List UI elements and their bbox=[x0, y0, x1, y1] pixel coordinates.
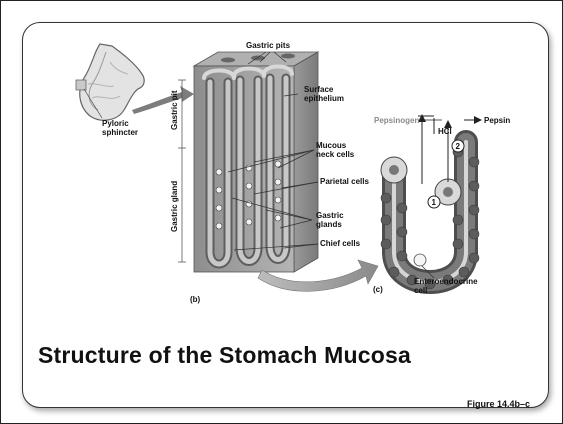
parietal-cells-label: Parietal cells bbox=[320, 177, 369, 186]
pepsinogen-label: Pepsinogen bbox=[374, 116, 419, 125]
hcl-label: HCl bbox=[438, 127, 452, 136]
surface-epithelium-label-1: Surface bbox=[304, 85, 334, 94]
zoom-arrow-stomach bbox=[132, 86, 194, 114]
gastric-gland-side-label: Gastric gland bbox=[170, 181, 179, 232]
step-1-marker: 1 bbox=[428, 196, 440, 208]
panel-c-label: (c) bbox=[373, 285, 383, 294]
pepsin-label: Pepsin bbox=[484, 116, 510, 125]
enteroendocrine-label-1: Enteroendocrine bbox=[414, 277, 478, 286]
step-2-label: 2 bbox=[456, 142, 461, 151]
step-1-label: 1 bbox=[432, 198, 437, 207]
gastric-pit-side-label: Gastric pit bbox=[170, 90, 179, 130]
enlarged-gland bbox=[381, 142, 479, 289]
stomach-mucosa-diagram: Pyloric sphincter Gastric pit Gastric gl… bbox=[22, 22, 547, 342]
stomach-illustration bbox=[76, 44, 144, 120]
enteroendocrine-label-2: cell bbox=[414, 286, 427, 295]
surface-epithelium-label-2: epithelium bbox=[304, 94, 344, 103]
panel-b-label: (b) bbox=[190, 295, 201, 304]
pyloric-label-1: Pyloric bbox=[102, 119, 129, 128]
step-2-marker: 2 bbox=[452, 140, 464, 152]
side-bracket bbox=[178, 80, 186, 262]
pyloric-label-2: sphincter bbox=[102, 128, 138, 137]
chief-cells-label: Chief cells bbox=[320, 239, 361, 248]
mucous-neck-label-2: neck cells bbox=[316, 150, 355, 159]
gastric-glands-label-2: glands bbox=[316, 220, 342, 229]
gastric-glands-label-1: Gastric bbox=[316, 211, 344, 220]
figure-reference: Figure 14.4b–c bbox=[467, 399, 530, 409]
gastric-pits-label: Gastric pits bbox=[246, 41, 291, 50]
mucous-neck-label-1: Mucous bbox=[316, 141, 347, 150]
slide-title: Structure of the Stomach Mucosa bbox=[38, 342, 411, 369]
